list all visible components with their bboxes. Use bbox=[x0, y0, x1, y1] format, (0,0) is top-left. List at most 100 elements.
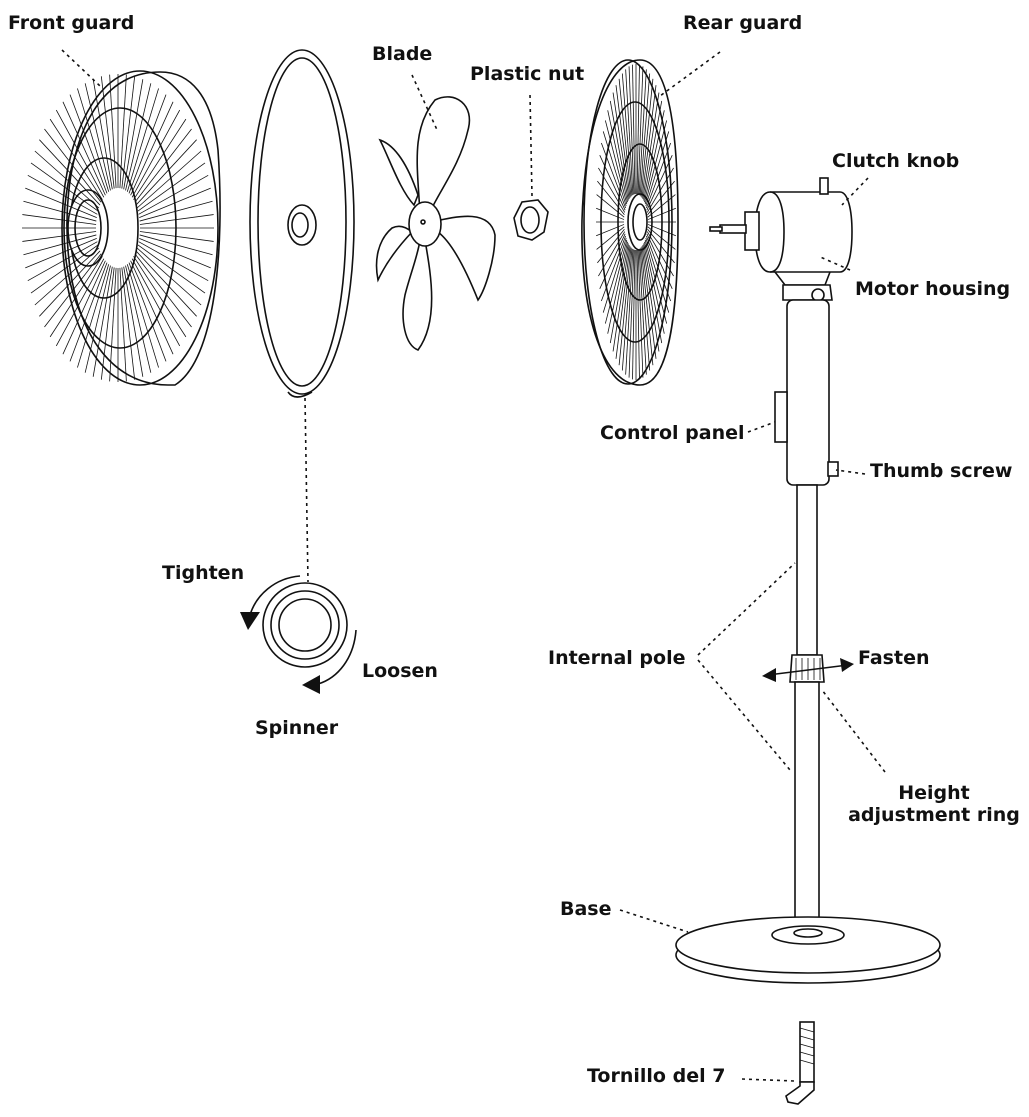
guard-spoke bbox=[62, 101, 106, 196]
guard-spoke bbox=[121, 267, 136, 380]
blade-drawing bbox=[375, 96, 496, 351]
guard-spoke bbox=[598, 231, 626, 277]
screw-drawing bbox=[785, 1021, 815, 1105]
guard-spoke bbox=[133, 256, 187, 338]
guard-spoke bbox=[23, 234, 97, 256]
guard-spoke bbox=[119, 74, 127, 189]
guard-spoke bbox=[647, 180, 675, 216]
guard-spoke bbox=[625, 249, 634, 375]
guard-spoke bbox=[598, 167, 626, 213]
guard-spoke bbox=[632, 249, 636, 380]
guard-spoke bbox=[647, 194, 676, 218]
guard-spoke bbox=[647, 224, 676, 237]
guard-spoke bbox=[599, 233, 626, 289]
tighten-label: Tighten bbox=[162, 562, 245, 584]
guard-spoke bbox=[139, 214, 214, 225]
leader-lines bbox=[61, 49, 886, 1082]
plastic-nut-label: Plastic nut bbox=[470, 63, 585, 85]
guard-spoke bbox=[133, 118, 187, 200]
guard-spoke bbox=[612, 92, 630, 200]
guard-spoke bbox=[23, 200, 97, 222]
guard-spoke bbox=[646, 235, 672, 302]
spinner-label: Spinner bbox=[255, 717, 339, 739]
guard-spoke bbox=[44, 253, 102, 328]
guard-spoke bbox=[618, 247, 632, 366]
guard-spoke bbox=[645, 131, 670, 207]
guard-spoke bbox=[137, 244, 206, 294]
guard-spoke bbox=[39, 250, 101, 317]
guard-spoke bbox=[643, 100, 663, 201]
guard-spoke bbox=[84, 83, 111, 191]
guard-spoke bbox=[639, 248, 651, 371]
front-guard-drawing bbox=[22, 70, 221, 386]
guard-spoke bbox=[646, 155, 673, 211]
guard-spoke bbox=[637, 249, 644, 378]
guard-spoke bbox=[646, 231, 674, 277]
blade-label: Blade bbox=[372, 43, 433, 65]
guard-spoke bbox=[618, 78, 632, 197]
motor-housing-drawing bbox=[709, 177, 853, 302]
base-drawing bbox=[675, 916, 941, 984]
guard-spoke bbox=[641, 246, 657, 359]
guard-spoke bbox=[646, 167, 674, 213]
guard-spoke bbox=[645, 237, 670, 313]
guard-spoke bbox=[135, 139, 197, 206]
guard-spoke bbox=[30, 162, 99, 212]
guard-spoke bbox=[55, 109, 105, 198]
plastic-nut-drawing bbox=[513, 199, 549, 241]
guard-spoke bbox=[646, 233, 673, 289]
guard-spoke bbox=[640, 78, 654, 197]
guard-spoke bbox=[138, 174, 209, 215]
guard-spoke bbox=[39, 139, 101, 206]
guard-spoke bbox=[642, 92, 660, 200]
internal-pole-label: Internal pole bbox=[548, 647, 686, 669]
front-ring-drawing bbox=[249, 49, 355, 398]
guard-spoke bbox=[607, 241, 628, 334]
guard-spoke bbox=[109, 267, 117, 382]
guard-spoke bbox=[628, 66, 635, 195]
guard-spoke bbox=[644, 241, 665, 334]
guard-spoke bbox=[597, 228, 625, 264]
rear-guard-drawing bbox=[581, 59, 679, 386]
guard-spoke bbox=[55, 258, 105, 347]
guard-spoke bbox=[139, 231, 214, 242]
guard-spoke bbox=[644, 110, 665, 203]
loosen-label: Loosen bbox=[362, 660, 438, 682]
guard-spoke bbox=[607, 110, 628, 203]
guard-spoke bbox=[92, 79, 113, 190]
guard-spoke bbox=[131, 109, 181, 198]
guard-spoke bbox=[135, 250, 197, 317]
guard-spoke bbox=[130, 260, 174, 355]
guard-spoke bbox=[69, 94, 108, 194]
guard-spoke bbox=[126, 88, 159, 192]
height-adjustment-ring-line1: Height bbox=[898, 782, 970, 804]
guard-spoke bbox=[139, 187, 211, 219]
guard-spoke bbox=[604, 239, 628, 324]
guard-spoke bbox=[136, 150, 202, 209]
guard-spoke bbox=[596, 194, 625, 218]
guard-spoke bbox=[77, 264, 110, 368]
guard-spoke bbox=[604, 120, 628, 205]
guard-spoke bbox=[62, 260, 106, 355]
front-guard-label: Front guard bbox=[8, 12, 135, 34]
guard-spoke bbox=[638, 249, 647, 375]
fasten-arrow-icon bbox=[762, 658, 854, 682]
guard-spoke bbox=[602, 237, 627, 313]
guard-spoke bbox=[615, 85, 631, 198]
guard-spoke bbox=[138, 241, 209, 282]
guard-spoke bbox=[637, 66, 644, 195]
guard-spoke bbox=[30, 244, 99, 294]
guard-spoke bbox=[92, 266, 113, 377]
guard-spoke bbox=[126, 264, 159, 368]
base-label: Base bbox=[560, 898, 612, 920]
guard-spoke bbox=[600, 142, 626, 209]
spinner-drawing bbox=[262, 582, 348, 668]
guard-spoke bbox=[647, 226, 676, 250]
pole-drawing bbox=[774, 299, 839, 931]
guard-spoke bbox=[647, 228, 675, 264]
guard-spoke bbox=[646, 142, 672, 209]
guard-spoke bbox=[139, 200, 213, 222]
guard-spoke bbox=[638, 69, 647, 195]
